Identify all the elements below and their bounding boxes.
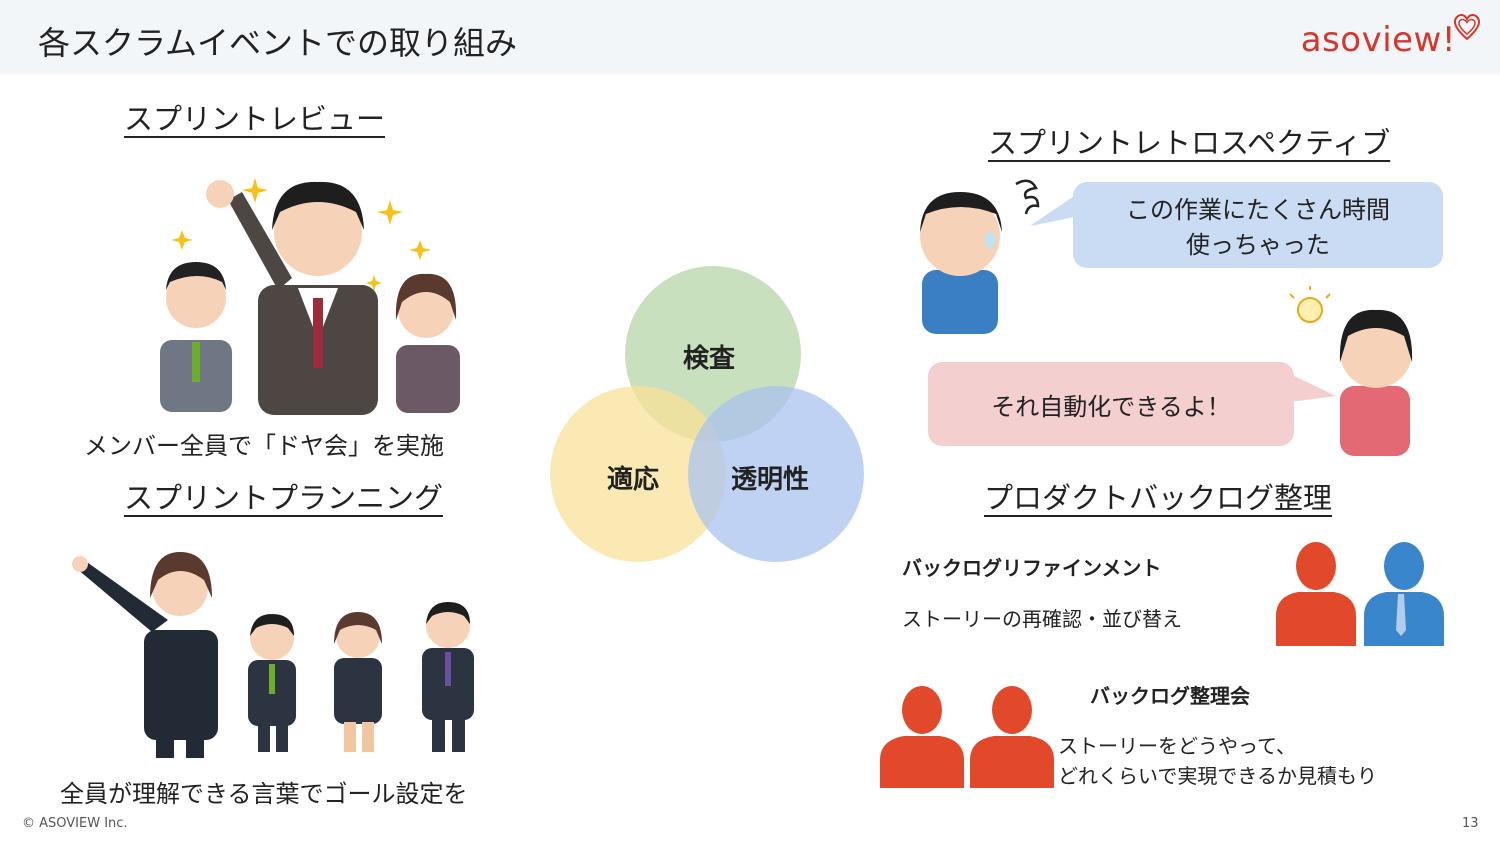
speech-bubble-blue: この作業にたくさん時間 使っちゃった [1073,182,1443,268]
bubble-pink-text: それ自動化できるよ！ [991,392,1231,421]
person-red-icon [1276,542,1356,646]
sprint-review-caption: メンバー全員で「ドヤ会」を実施 [84,432,444,460]
bubble-blue-line1: この作業にたくさん時間 [1126,196,1390,224]
person-blue-icon [1364,542,1444,646]
page-title: 各スクラムイベントでの取り組み [38,24,518,62]
meeting-desc-line1: ストーリーをどうやって、 [1058,734,1296,758]
two-red-people-icon [880,686,1054,788]
logo-heart-icon [1454,14,1480,41]
sprint-review-heading: スプリントレビュー [124,102,386,136]
venn-label-adaptation: 適応 [607,465,660,495]
retrospective-heading: スプリントレトロスペクティブ [988,126,1391,160]
worried-man-illustration [920,179,1040,334]
two-people-icon [1276,542,1444,646]
header-bar [0,0,1500,74]
venn-label-transparency: 透明性 [731,465,810,495]
logo-text: asoview! [1300,20,1456,60]
meeting-desc-line2: どれくらいで実現できるか見積もり [1058,764,1377,788]
refinement-title: バックログリファインメント [902,556,1162,580]
sprint-planning-caption: 全員が理解できる言葉でゴール設定を [60,780,468,808]
bubble-blue-line2: 使っちゃった [1186,231,1330,259]
person-red-icon [970,686,1054,788]
venn-label-inspection: 検査 [683,344,736,374]
speech-bubble-pink: それ自動化できるよ！ [928,362,1294,446]
sprint-review-illustration [160,178,460,415]
venn-circle-transparency [688,386,864,562]
copyright: © ASOVIEW Inc. [22,816,128,831]
sprint-planning-heading: スプリントプランニング [124,481,444,515]
venn-diagram [550,266,864,562]
sprint-planning-illustration [72,552,474,758]
page-number: 13 [1462,816,1479,831]
idea-woman-illustration [1289,286,1413,456]
meeting-title: バックログ整理会 [1090,684,1250,708]
venn-circle-adaptation [550,386,726,562]
refinement-desc: ストーリーの再確認・並び替え [902,607,1182,631]
person-red-icon [880,686,964,788]
bubble-pink-tail [1290,374,1336,402]
backlog-heading: プロダクトバックログ整理 [984,481,1333,515]
bubble-blue-tail [1030,192,1080,226]
